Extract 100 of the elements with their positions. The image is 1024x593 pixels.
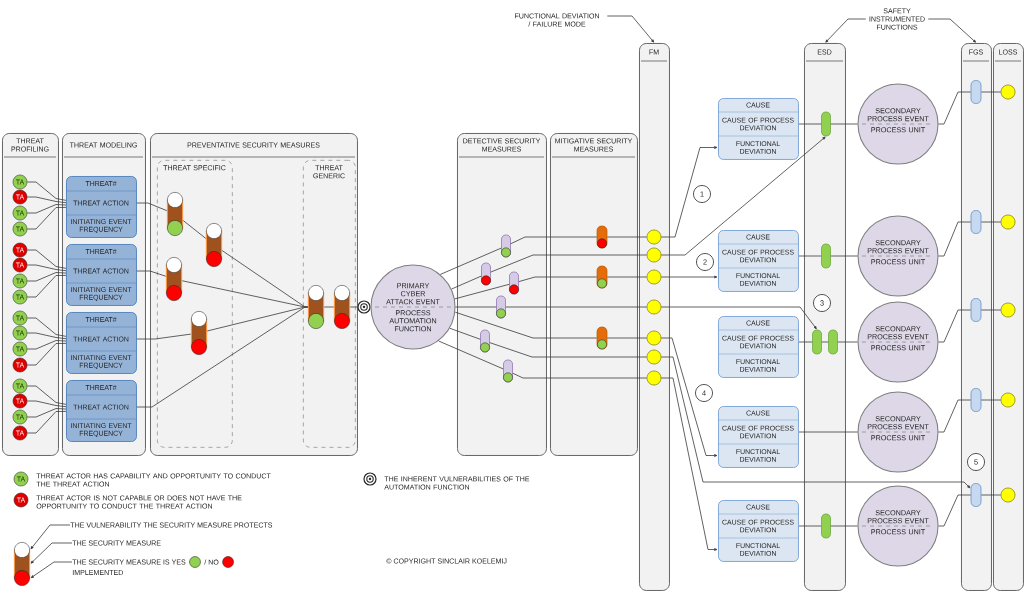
circle-marker [1000,487,1016,503]
leader-line [825,18,867,43]
connector-line [438,340,504,370]
connector-line [26,272,67,282]
connector-line [349,306,358,308]
leader-line [606,15,655,43]
connector-line [518,276,598,282]
capsule-symbol [821,111,831,137]
capsule-symbol [501,234,511,258]
cylinder-symbol [13,542,31,586]
arrow [660,146,718,238]
connector-line [606,236,648,238]
connector-line [26,411,67,434]
circle-marker [646,330,662,346]
connector-line [830,123,858,125]
cylinder-symbol [165,257,183,301]
connector-line [505,306,648,308]
connector-line [136,306,309,408]
connector-line [26,204,67,214]
connector-line [455,306,497,308]
circle-marker [646,229,662,245]
connector-line [490,254,648,273]
arrow [660,377,718,551]
arrow [660,136,826,256]
connector-line [26,408,67,418]
connector-line [136,270,167,277]
capsule-symbol [828,329,838,355]
capsule-symbol [970,298,982,322]
connector-line [606,276,648,278]
connector-line [26,196,67,204]
connector-line [938,399,972,433]
connector-line [980,494,1002,496]
circle-marker [646,247,662,263]
connector-line [449,327,481,340]
connector-line [798,123,822,125]
connector-line [26,181,67,201]
circle-marker [1000,84,1016,100]
connector-line [830,255,858,257]
connector-line [323,306,335,308]
connector-line [821,341,829,343]
connector-line [26,343,67,366]
connector-line [980,221,1002,223]
connector-line [798,431,858,433]
capsule-symbol [821,243,831,269]
leader-line [30,542,73,564]
capsule-symbol [509,271,519,295]
connector-line [798,341,813,343]
circle-marker [646,269,662,285]
cylinder-symbol [307,285,325,329]
connector-line [454,283,510,300]
circle-marker [646,370,662,386]
connector-line [938,494,972,527]
connector-line [26,207,67,230]
connector-line [451,275,482,290]
connector-line [26,264,67,272]
connector-line [938,221,972,257]
connector-line [182,220,207,239]
capsule-symbol [596,265,608,289]
capsule-symbol [970,80,982,104]
connector-line [798,525,822,527]
capsule-symbol [596,225,608,249]
capsule-symbol [596,326,608,350]
connector-line [454,311,598,339]
capsule-symbol [480,329,490,353]
connector-line [938,91,972,125]
capsule-symbol [821,513,831,539]
connector-line [26,400,67,408]
arrow [660,275,718,279]
arrow [660,306,817,330]
capsule-symbol [970,210,982,234]
circle-marker [646,299,662,315]
connector-line [489,342,648,358]
connector-line [606,337,648,339]
connector-line [980,399,1002,401]
connector-line [980,309,1002,311]
connector-line [439,247,502,275]
capsule-symbol [496,295,506,319]
leader-line [30,561,73,579]
connector-line [26,317,67,337]
cylinder-symbol [205,223,223,267]
circle-marker [1000,302,1016,318]
connector-line [510,236,598,245]
cylinder-symbol [333,285,351,329]
connector-line [938,309,972,343]
capsule-symbol [503,359,513,383]
connector-line [26,340,67,350]
capsule-symbol [481,262,491,286]
cylinder-symbol [166,192,184,236]
connector-line [830,525,858,527]
capsule-symbol [812,329,822,355]
connector-line [512,372,648,379]
connector-line [980,91,1002,93]
connector-line [26,275,67,298]
leader-line [927,18,977,43]
connector-line [26,332,67,340]
connector-line [136,202,168,212]
circle-marker [646,349,662,365]
cylinder-symbol [190,311,208,355]
arrow [660,337,718,457]
arrow [660,356,971,489]
